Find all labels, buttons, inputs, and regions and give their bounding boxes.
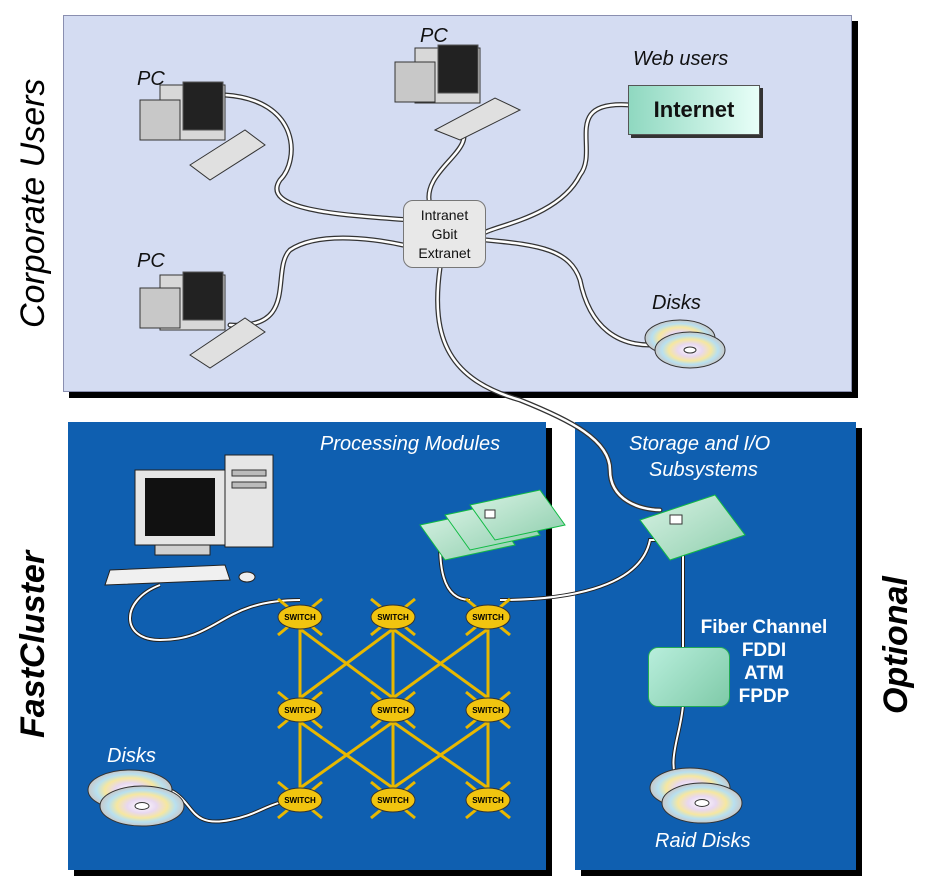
internet-box: Internet	[628, 85, 760, 135]
switch-icon: SWITCH	[370, 697, 416, 723]
pc-1-icon	[139, 81, 266, 181]
switch-grid: SWITCH SWITCH SWITCH SWITCH SWITCH SWITCH SWIT…	[277, 604, 511, 813]
pc-1-label: PC	[137, 68, 165, 90]
raid-disks-icon	[649, 767, 743, 824]
processing-modules-label: Processing Modules	[320, 433, 501, 455]
switch-label: SWITCH	[284, 613, 316, 622]
switch-icon: SWITCH	[370, 787, 416, 813]
web-users-label: Web users	[633, 48, 729, 70]
raid-disks-label: Raid Disks	[655, 830, 751, 852]
internet-label: Internet	[653, 97, 735, 122]
storage-board-icon	[639, 494, 746, 561]
switch-label: SWITCH	[472, 613, 504, 622]
pc-3-label: PC	[137, 250, 165, 272]
protocol-list: Fiber Channel FDDI ATM FPDP	[688, 616, 840, 708]
protocol-fpdp: FPDP	[738, 686, 790, 707]
protocol-atm: ATM	[744, 663, 784, 684]
pc-2-icon	[394, 44, 522, 141]
switch-icon: SWITCH	[465, 604, 511, 630]
storage-io-label-line2: Subsystems	[649, 459, 758, 481]
io-interface-box	[648, 647, 730, 707]
hub-gbit-label: Gbit	[431, 225, 458, 242]
switch-label: SWITCH	[472, 796, 504, 805]
switch-icon: SWITCH	[277, 604, 323, 630]
switch-icon: SWITCH	[465, 787, 511, 813]
switch-label: SWITCH	[284, 706, 316, 715]
protocol-fiber-channel: Fiber Channel	[700, 617, 828, 638]
switch-label: SWITCH	[284, 796, 316, 805]
switch-label: SWITCH	[377, 706, 409, 715]
cluster-cables	[128, 538, 685, 824]
switch-icon: SWITCH	[277, 697, 323, 723]
switch-label: SWITCH	[377, 796, 409, 805]
pc-2-label: PC	[420, 25, 448, 47]
protocol-fddi: FDDI	[741, 640, 787, 661]
corporate-disks-icon	[644, 319, 726, 369]
switch-icon: SWITCH	[465, 697, 511, 723]
network-hub: Intranet Gbit Extranet	[403, 200, 486, 268]
switch-icon: SWITCH	[370, 604, 416, 630]
hub-intranet-label: Intranet	[420, 206, 469, 223]
storage-io-label-line1: Storage and I/O	[629, 433, 771, 455]
pc-3-icon	[139, 271, 266, 369]
hub-extranet-label: Extranet	[418, 244, 471, 261]
disks-cluster-label: Disks	[107, 745, 156, 767]
processing-modules-icon	[419, 489, 566, 561]
switch-label: SWITCH	[377, 613, 409, 622]
workstation-icon	[104, 454, 274, 586]
switch-label: SWITCH	[472, 706, 504, 715]
cluster-disks-icon	[87, 769, 185, 827]
switch-icon: SWITCH	[277, 787, 323, 813]
disks-corporate-label: Disks	[652, 292, 701, 314]
